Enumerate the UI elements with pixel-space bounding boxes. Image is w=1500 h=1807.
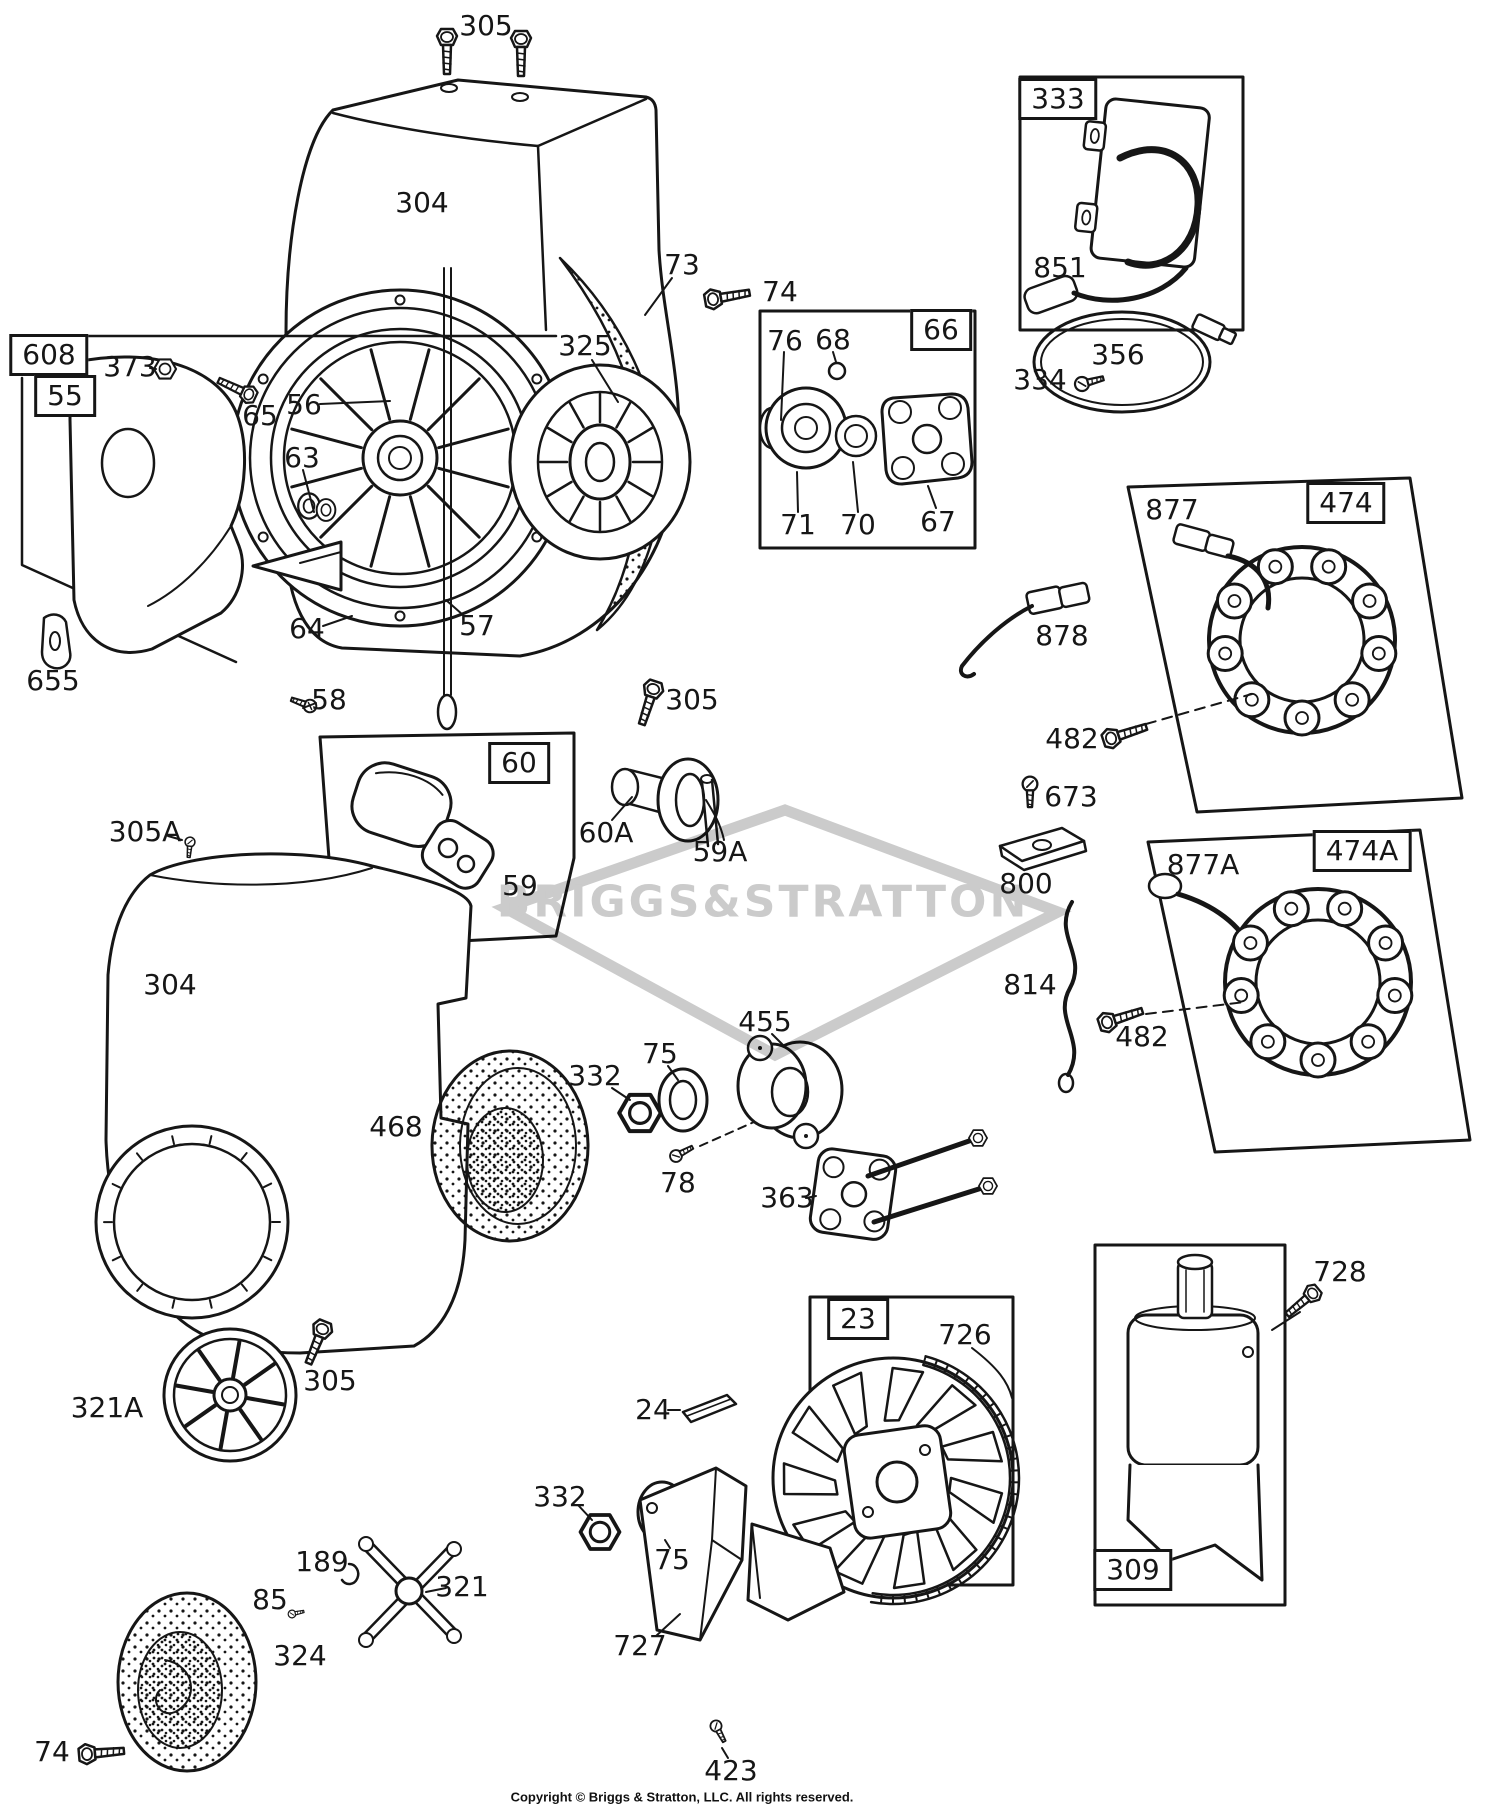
part-label-727-58: 727 [613, 1629, 667, 1662]
part-label-332-43: 332 [568, 1059, 622, 1092]
part-label-321-57: 321 [435, 1570, 489, 1603]
part-label-24-52: 24 [635, 1393, 671, 1426]
copyright-notice: Copyright © Briggs & Stratton, LLC. All … [510, 1789, 854, 1805]
part-label-455-45: 455 [738, 1005, 792, 1038]
part-label-468-42: 468 [369, 1110, 423, 1143]
part-label-814-38: 814 [1003, 968, 1057, 1001]
part-label-59-29: 59 [502, 869, 538, 902]
part-label-75-54: 75 [654, 1543, 690, 1576]
part-label-878-32: 878 [1035, 619, 1089, 652]
part-label-59A-28: 59A [692, 835, 748, 868]
part-label-304-1: 304 [395, 186, 449, 219]
part-label-305-49: 305 [303, 1364, 357, 1397]
part-label-728-63: 728 [1313, 1255, 1367, 1288]
part-label-673-34: 673 [1044, 780, 1098, 813]
part-label-851-12: 851 [1033, 251, 1087, 284]
part-label-75-44: 75 [642, 1037, 678, 1070]
part-label-363-47: 363 [760, 1181, 814, 1214]
part-label-877A-36: 877A [1166, 848, 1240, 881]
part-label-73-2: 73 [664, 248, 700, 281]
part-label-305A-40: 305A [108, 815, 182, 848]
part-label-85-56: 85 [252, 1583, 288, 1616]
part-label-608-15: 608 [9, 334, 89, 376]
part-label-800-35: 800 [999, 867, 1053, 900]
part-label-67-10: 67 [920, 505, 956, 538]
part-label-877-30: 877 [1145, 493, 1199, 526]
part-label-70-9: 70 [840, 508, 876, 541]
part-label-63-20: 63 [284, 441, 320, 474]
part-label-655-25: 655 [26, 664, 80, 697]
part-label-58-23: 58 [311, 683, 347, 716]
part-label-64-21: 64 [289, 612, 325, 645]
part-label-482-39: 482 [1115, 1020, 1169, 1053]
part-label-68-6: 68 [815, 323, 851, 356]
part-label-74-3: 74 [762, 275, 798, 308]
part-label-373-17: 373 [103, 350, 157, 383]
part-label-324-59: 324 [273, 1639, 327, 1672]
part-label-57-22: 57 [459, 609, 495, 642]
part-label-305-24: 305 [665, 683, 719, 716]
part-label-305-0: 305 [459, 9, 513, 42]
part-label-65-18: 65 [242, 399, 278, 432]
part-label-304-41: 304 [143, 968, 197, 1001]
part-label-309-62: 309 [1093, 1549, 1173, 1591]
part-label-189-55: 189 [295, 1545, 349, 1578]
part-label-60A-27: 60A [578, 816, 634, 849]
part-label-55-16: 55 [34, 375, 96, 417]
part-label-334-13: 334 [1013, 363, 1067, 396]
part-label-66-7: 66 [910, 309, 972, 351]
part-label-74-60: 74 [34, 1735, 70, 1768]
part-label-726-51: 726 [938, 1318, 992, 1351]
part-label-332-53: 332 [533, 1480, 587, 1513]
part-label-474-31: 474 [1306, 482, 1386, 524]
part-label-56-19: 56 [286, 388, 322, 421]
part-label-423-61: 423 [704, 1754, 758, 1787]
part-label-60-26: 60 [488, 742, 550, 784]
part-label-78-46: 78 [660, 1166, 696, 1199]
part-label-356-14: 356 [1091, 338, 1145, 371]
part-label-474A-37: 474A [1312, 830, 1412, 872]
part-label-321A-48: 321A [70, 1391, 144, 1424]
part-label-76-5: 76 [767, 324, 803, 357]
part-label-23-50: 23 [827, 1298, 889, 1340]
part-label-71-8: 71 [780, 508, 816, 541]
part-label-333-11: 333 [1018, 78, 1098, 120]
part-label-482-33: 482 [1045, 722, 1099, 755]
part-label-325-4: 325 [558, 329, 612, 362]
